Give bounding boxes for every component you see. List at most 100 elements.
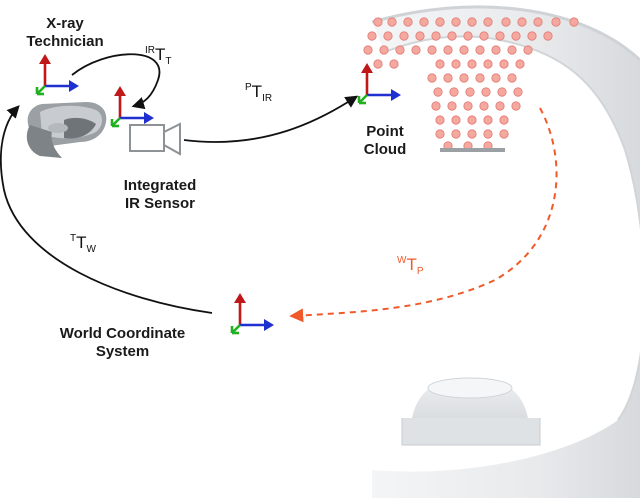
cloud-point [451,17,461,27]
cloud-point [499,59,509,69]
cloud-point [395,45,405,55]
cloud-point [465,87,475,97]
cloud-point [367,31,377,41]
cloud-point [513,87,523,97]
cloud-point [523,45,533,55]
cloud-point [463,31,473,41]
sensor-label: Integrated IR Sensor [123,177,197,212]
cloud-point [467,129,477,139]
cloud-point [373,59,383,69]
x-axis-head [391,89,401,101]
cloud-point [533,17,543,27]
point-cloud-label: Point Cloud [363,123,407,158]
cloud-point [411,45,421,55]
hololens-headset-icon [26,102,107,158]
point-cloud [363,17,579,151]
cloud-point [463,101,473,111]
transform-t-to-w: TTW [70,233,96,255]
cloud-point [483,129,493,139]
world-coordinate-label: World Coordinate System [59,325,186,360]
cloud-point [495,101,505,111]
detector-base [401,377,541,446]
cloud-point [419,17,429,27]
cloud-point [447,101,457,111]
cloud-point [499,129,509,139]
cloud-point [479,101,489,111]
y-axis-head [234,293,246,303]
cloud-point [515,59,525,69]
cloud-point [511,31,521,41]
arrow-sensor-to-cloud [183,95,359,143]
cloud-point [495,31,505,41]
cloud-point [435,17,445,27]
x-axis-head [69,80,79,92]
c-arm-gantry [371,5,640,498]
cloud-point [475,45,485,55]
cloud-point [451,129,461,139]
x-axis-head [264,319,274,331]
cloud-point [389,59,399,69]
cloud-point [517,17,527,27]
frame-world-coordinate-frame-icon [230,293,274,335]
arrow-world-to-technician [0,105,213,314]
cloud-point [443,45,453,55]
ir-camera-icon [129,122,181,156]
cloud-point [543,31,553,41]
technician-label: X-ray Technician [26,15,104,50]
cloud-point [467,17,477,27]
cloud-point [499,115,509,125]
cloud-point [451,59,461,69]
frame-technician-coordinate-frame-icon [35,54,79,96]
cloud-point [459,45,469,55]
cloud-point [501,17,511,27]
transform-ir-to-t: IRTT [145,45,172,67]
cloud-point [491,45,501,55]
cloud-point [435,129,445,139]
z-axis [231,324,241,334]
cloud-point [373,17,383,27]
cloud-point [427,45,437,55]
y-axis-head [361,63,373,73]
y-axis-head [39,54,51,64]
z-axis [36,85,46,95]
cloud-point [483,17,493,27]
cloud-point [551,17,561,27]
x-axis-head [144,112,154,124]
cloud-point [481,87,491,97]
cloud-point [427,73,437,83]
cloud-point [507,73,517,83]
cloud-point [415,31,425,41]
cloud-point [483,115,493,125]
cloud-point [451,115,461,125]
cloud-point [433,87,443,97]
cloud-point [443,73,453,83]
cloud-point [527,31,537,41]
arrow-cloud-to-world-dashed [289,107,558,323]
cloud-point [491,73,501,83]
cloud-point [363,45,373,55]
cloud-point [431,31,441,41]
cloud-point [507,45,517,55]
z-axis [358,94,368,104]
frame-point-cloud-coordinate-frame-icon [357,63,401,105]
cloud-point [467,59,477,69]
cloud-point [467,115,477,125]
cloud-point [383,31,393,41]
cloud-point [459,73,469,83]
cloud-point [475,73,485,83]
cloud-point [511,101,521,111]
cloud-point [449,87,459,97]
cloud-point [379,45,389,55]
cloud-point [387,17,397,27]
cloud-point [431,101,441,111]
y-axis-head [114,86,126,96]
cloud-point [497,87,507,97]
cloud-point [569,17,579,27]
arrow-technician-to-sensor [71,53,161,110]
z-axis [111,117,121,127]
cloud-point [435,59,445,69]
transform-w-to-p: WTP [397,255,424,277]
cloud-point [399,31,409,41]
cloud-point [479,31,489,41]
